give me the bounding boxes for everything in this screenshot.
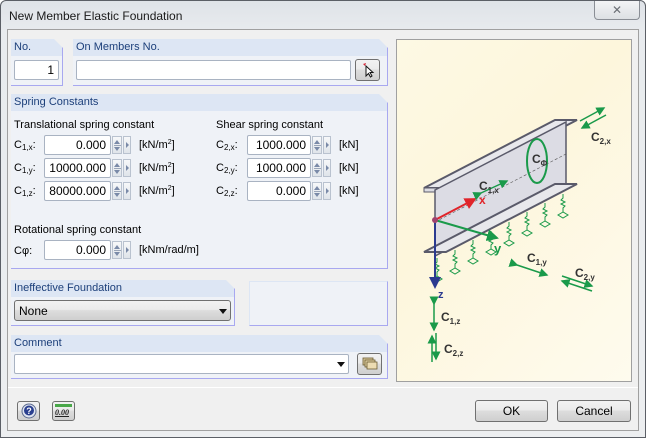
c2x-label: C2,x: xyxy=(216,139,238,152)
spring-constants-group: Spring Constants Translational spring co… xyxy=(11,94,388,269)
comment-group: Comment xyxy=(11,335,388,379)
title-bar: New Member Elastic Foundation ✕ xyxy=(1,1,645,31)
c2x-input[interactable]: 1000.000 xyxy=(247,135,311,155)
svg-text:C2,z: C2,z xyxy=(444,342,463,358)
on-members-input[interactable] xyxy=(76,60,351,80)
c2x-spinner[interactable] xyxy=(312,136,322,154)
no-header: No. xyxy=(11,39,63,56)
c1x-spinner[interactable] xyxy=(112,136,122,154)
c1x-expand-button[interactable] xyxy=(123,136,131,154)
cphi-expand-button[interactable] xyxy=(123,241,131,259)
cancel-button[interactable]: Cancel xyxy=(557,400,631,422)
svg-text:C2,y: C2,y xyxy=(575,266,595,282)
c2y-input[interactable]: 1000.000 xyxy=(247,158,311,178)
c1z-label: C1,z: xyxy=(14,185,36,198)
c2z-input[interactable]: 0.000 xyxy=(247,181,311,201)
units-decimal-button[interactable]: 0.00 xyxy=(52,401,75,421)
ok-button[interactable]: OK xyxy=(475,400,548,422)
cphi-spinner[interactable] xyxy=(112,241,122,259)
on-members-header: On Members No. xyxy=(73,39,388,56)
dialog-body: No. 1 On Members No. Spring Constants Tr… xyxy=(7,29,639,431)
c2y-label: C2,y: xyxy=(216,162,238,175)
c1z-expand-button[interactable] xyxy=(123,182,131,200)
ineffective-foundation-select[interactable]: None xyxy=(14,300,231,321)
select-member-cursor-icon xyxy=(362,63,374,78)
close-icon: ✕ xyxy=(611,3,623,17)
c2y-expand-button[interactable] xyxy=(323,159,331,177)
beam-springs-illustration: x y z C1,x CΦ C2,x C1,y C2,y xyxy=(423,107,611,362)
c2y-spinner[interactable] xyxy=(312,159,322,177)
c2z-spinner[interactable] xyxy=(312,182,322,200)
c1x-unit: [kN/m2] xyxy=(139,139,175,151)
empty-options-panel xyxy=(249,281,388,326)
chevron-down-icon[interactable] xyxy=(337,362,345,367)
select-members-button[interactable] xyxy=(355,59,380,81)
spring-constants-header: Spring Constants xyxy=(11,94,388,111)
c2z-label: C2,z: xyxy=(216,185,238,198)
c2z-expand-button[interactable] xyxy=(323,182,331,200)
c1z-unit: [kN/m2] xyxy=(139,185,175,197)
c1y-spinner[interactable] xyxy=(112,159,122,177)
svg-text:C1,z: C1,z xyxy=(441,310,460,326)
units-decimal-icon: 0.00 xyxy=(55,404,72,418)
no-input[interactable]: 1 xyxy=(14,60,59,80)
comment-header: Comment xyxy=(11,335,388,352)
foundation-diagram: x y z C1,x CΦ C2,x C1,y C2,y xyxy=(396,39,632,382)
help-icon: ? xyxy=(21,403,36,419)
comment-input[interactable] xyxy=(14,354,349,374)
cphi-label: Cφ: xyxy=(14,245,33,257)
cphi-input[interactable]: 0.000 xyxy=(44,240,111,260)
c1y-unit: [kN/m2] xyxy=(139,162,175,174)
c2x-expand-button[interactable] xyxy=(323,136,331,154)
ineffective-foundation-header: Ineffective Foundation xyxy=(11,280,235,297)
chevron-down-icon xyxy=(219,309,227,314)
comment-library-button[interactable] xyxy=(357,353,382,375)
c2x-unit: [kN] xyxy=(339,139,359,151)
window-title: New Member Elastic Foundation xyxy=(9,9,183,23)
translational-title: Translational spring constant xyxy=(14,119,155,131)
svg-text:x: x xyxy=(479,193,486,207)
c1z-input[interactable]: 80000.000 xyxy=(44,181,111,201)
no-group: No. 1 xyxy=(11,39,63,86)
c1z-spinner[interactable] xyxy=(112,182,122,200)
help-button[interactable]: ? xyxy=(17,401,40,421)
c2z-unit: [kN] xyxy=(339,185,359,197)
svg-text:C1,y: C1,y xyxy=(527,251,547,267)
ineffective-foundation-group: Ineffective Foundation None xyxy=(11,280,235,326)
svg-text:z: z xyxy=(438,289,444,301)
svg-text:C2,x: C2,x xyxy=(591,130,611,146)
footer-separator xyxy=(8,387,638,388)
cphi-unit: [kNm/rad/m] xyxy=(139,244,199,256)
comment-library-icon xyxy=(362,357,377,370)
svg-text:?: ? xyxy=(26,406,32,416)
close-button[interactable]: ✕ xyxy=(594,1,640,20)
c1x-input[interactable]: 0.000 xyxy=(44,135,111,155)
c1y-input[interactable]: 10000.000 xyxy=(44,158,111,178)
c1y-label: C1,y: xyxy=(14,162,36,175)
on-members-group: On Members No. xyxy=(73,39,388,86)
c2y-unit: [kN] xyxy=(339,162,359,174)
shear-title: Shear spring constant xyxy=(216,119,324,131)
c1y-expand-button[interactable] xyxy=(123,159,131,177)
rotational-title: Rotational spring constant xyxy=(14,224,142,236)
ineffective-foundation-value: None xyxy=(19,304,48,318)
svg-text:y: y xyxy=(494,241,502,256)
c1x-label: C1,x: xyxy=(14,139,36,152)
